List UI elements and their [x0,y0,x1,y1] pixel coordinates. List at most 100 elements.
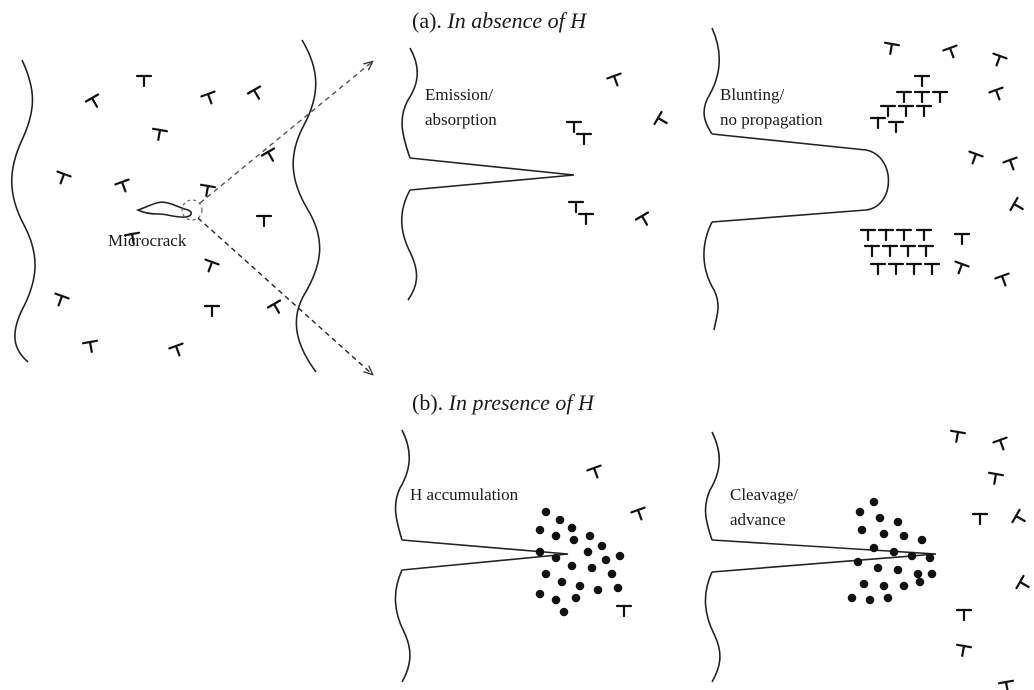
dislocation-symbol [255,214,273,228]
blunting-label-line1: Blunting/ [720,85,785,104]
hydrogen-atom-dot [607,569,617,579]
dislocation-symbol [988,86,1004,101]
haccum-sharp-crack [401,539,569,571]
hydrogen-atom-dot [597,541,607,551]
hydrogen-atom-dot [535,525,545,535]
hydrogen-atom-dot [575,581,585,591]
hydrogen-atom-dot [865,595,875,605]
dislocation-symbol [913,74,931,88]
hydrogen-atom-dot [555,515,565,525]
dislocation-symbol [994,272,1010,287]
dislocation-symbol [135,74,153,88]
blunting-label-line2: no propagation [720,110,823,129]
hydrogen-atom-dot [615,551,625,561]
cleavage-label-line2: advance [730,510,786,529]
hydrogen-atom-dot [601,555,611,565]
dislocation-symbol [200,90,216,105]
hydrogen-atom-dot [915,577,925,587]
emission-label-line1: Emission/ [425,85,493,104]
dislocation-symbol [203,304,221,318]
hydrogen-atom-dot [925,553,935,563]
grain-panel: Microcrack [10,39,372,374]
dislocation-symbol [1002,156,1018,171]
hydrogen-atom-dot [879,529,889,539]
dislocation-symbol [615,604,633,618]
cleavage-surface-upper [704,431,721,541]
dislocation-symbol [869,262,887,276]
dislocation-symbol [950,429,966,443]
heading-b-title: In presence of H [448,390,595,415]
hydrogen-atom-dot [893,517,903,527]
hydrogen-atom-dot [847,593,857,603]
hydrogen-atom-dot [889,547,899,557]
dislocation-symbol [577,212,595,226]
h-accumulation-panel: H accumulation [394,429,569,683]
hydrogen-atom-dot [857,525,867,535]
dislocation-symbol [971,512,989,526]
dislocation-symbol [887,262,905,276]
hydrogen-atom-dot [585,531,595,541]
dislocation-symbol [899,244,917,258]
blunting-surface-upper [703,27,721,135]
emission-panel: Emission/ absorption [400,47,575,301]
cleavage-surface-lower [704,571,721,683]
dislocation-symbol [204,258,220,273]
dislocation-symbol [917,244,935,258]
hydrogen-atom-dot [567,523,577,533]
hydrogen-atom-dot [913,569,923,579]
dislocation-symbol [869,116,887,130]
dislocation-symbol [634,211,650,226]
heading-b-prefix: (b). [412,390,449,415]
dislocation-symbol [586,464,602,479]
emission-label-line2: absorption [425,110,497,129]
hydrogen-atom-dot [551,531,561,541]
dislocation-symbol [565,120,583,134]
hydrogen-atom-dot [583,547,593,557]
dislocation-symbol [54,292,70,307]
dislocation-symbol [653,110,668,126]
dislocation-symbol [260,147,276,162]
dislocation-symbol [124,231,140,245]
dislocation-symbol [884,41,900,55]
haccum-surface-upper [394,429,411,541]
dislocation-symbol [168,342,184,357]
haccum-surface-lower [394,569,411,683]
dislocation-symbol [905,262,923,276]
dislocation-symbol [152,127,168,141]
hydrogen-atom-dot [899,581,909,591]
dislocation-symbol [915,104,933,118]
hydrogen-atom-dot [927,569,937,579]
dislocation-symbol [246,85,262,100]
dislocation-symbol [956,643,972,657]
dislocation-symbol [968,150,984,165]
hydrogen-atom-dot [569,535,579,545]
dislocation-symbol [942,44,958,59]
dislocation-symbol [881,244,899,258]
hydrogen-atom-dot [541,569,551,579]
hydrogen-atom-dot [883,593,893,603]
dislocation-symbol [913,90,931,104]
dislocation-symbol [992,52,1008,67]
hydrogen-atom-dot [875,513,885,523]
dislocation-symbol [575,132,593,146]
dislocation-symbol [863,244,881,258]
hydrogen-atom-dot [613,583,623,593]
blunting-surface-lower [703,221,719,331]
dislocation-symbol [200,183,216,197]
hydrogen-atoms [535,497,937,617]
emission-surface-lower [400,189,418,301]
dislocation-symbol [887,120,905,134]
cleavage-label-line1: Cleavage/ [730,485,798,504]
arrow-to-presence [197,217,372,374]
dislocation-symbol [1015,574,1030,590]
dislocation-symbol [998,679,1014,690]
hydrogen-atom-dot [571,593,581,603]
dislocation-symbol [56,170,72,185]
dislocation-symbol [877,228,895,242]
blunting-panel: Blunting/ no propagation [703,27,890,331]
dislocation-symbol [266,299,282,314]
hydrogen-atom-dot [567,561,577,571]
hydrogen-atom-dot [557,577,567,587]
hydrogen-atom-dot [869,543,879,553]
